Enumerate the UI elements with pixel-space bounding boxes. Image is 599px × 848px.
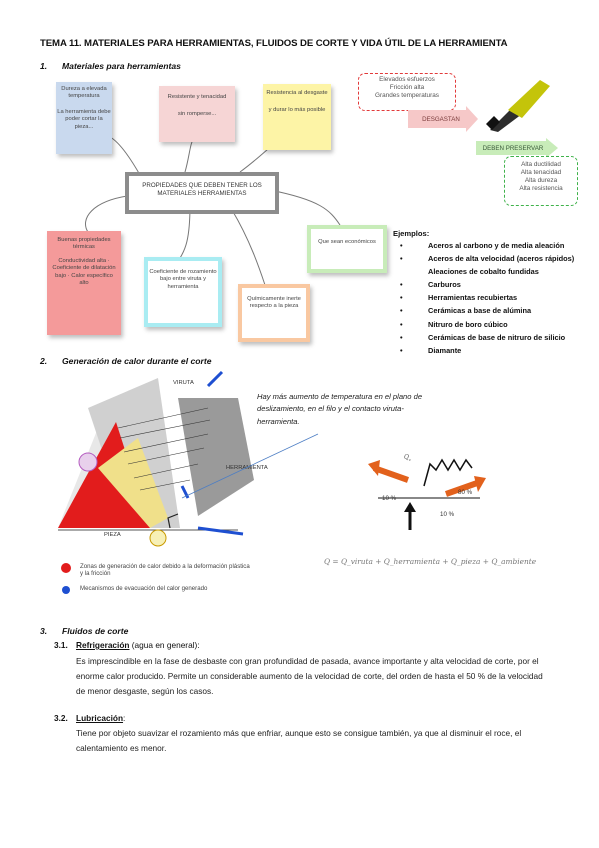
examples-list: Aceros al carbono y de media aleación Ac… [400,239,598,357]
fluid-lubricacion-text: Tiene por objeto suavizar el rozamiento … [76,728,522,753]
fluid-title: Lubricación [76,713,124,723]
example-item: Cerámicas de base de nitruro de silicio [400,331,598,344]
note-body: y durar lo más posible [268,107,326,114]
section-1-title: Materiales para herramientas [62,61,181,71]
note-body: Conductividad alta · Coeficiente de dila… [52,257,116,287]
mindmap-center-text: PROPIEDADES QUE DEBEN TENER LOS MATERIAL… [142,182,262,197]
fluid-number: 3.1. [54,640,68,650]
examples-title: Ejemplos: [393,229,430,238]
fluid-title: Refrigeración [76,640,130,650]
q-total-label: Qc [404,454,412,463]
note-title: Resistente y tenacidad [167,94,227,100]
section-2-number: 2. [40,356,48,366]
note-hot-hardness: Dureza a elevada temperatura La herramie… [56,82,112,154]
pct-piece: 10 % [440,511,455,518]
section-2-title: Generación de calor durante el corte [62,356,212,366]
note-title: Que sean económicos [318,239,376,245]
note-body: sin romperse... [177,111,217,118]
preserve-box: Alta ductilidad Alta tenacidad Alta dure… [504,156,578,206]
pct-tool: 80 % [458,489,473,496]
heat-distribution-diagram [368,458,486,530]
legend-icons [61,563,71,594]
section-1-heading: 1. Materiales para herramientas [40,61,181,71]
example-item: Nitruro de boro cúbico [400,318,598,331]
example-item: Diamante [400,344,598,357]
fluid-refrigeracion-text: Es imprescindible en la fase de desbaste… [76,656,543,696]
section-1-number: 1. [40,61,48,71]
wear-cause: Fricción alta [389,84,425,91]
fluid-title-suffix: (agua en general): [129,640,200,650]
preserve-item: Alta resistencia [519,185,563,192]
note-title: Resistencia al desgaste [266,90,328,96]
label-herramienta: HERRAMIENTA [226,465,268,471]
cutting-tool-icon [486,80,550,132]
wear-cause: Elevados esfuerzos [379,76,435,83]
example-item: Aceros al carbono y de media aleación [400,239,598,252]
desgastan-label: DESGASTAN [422,116,460,123]
note-body: La herramienta debe poder cortar la piez… [57,108,111,130]
section-2-heading: 2. Generación de calor durante el corte [40,356,211,366]
heat-note: Hay más aumento de temperatura en el pla… [257,392,423,426]
preserve-arrow [476,138,558,158]
note-toughness: Resistente y tenacidad sin romperse... [159,86,235,142]
section-3-heading: 3. Fluidos de corte [40,626,128,636]
wear-cause: Grandes temperaturas [375,92,439,99]
pct-chip: 10 % [382,495,397,502]
note-chemically-inert: Químicamente inerte respecto a la pieza [238,284,310,342]
desgastan-arrow [408,106,478,132]
example-item: Aceros de alta velocidad (aceros rápidos… [400,252,598,265]
note-wear-resistance: Resistencia al desgaste y durar lo más p… [263,84,331,150]
heat-generation-diagram [58,370,254,547]
note-title: Buenas propiedades térmicas [57,237,111,251]
legend-heat-evacuation: Mecanismos de evacuación del calor gener… [80,585,208,592]
preserve-item: Alta tenacidad [520,169,562,176]
note-low-friction: Coeficiente de rozamiento bajo entre vir… [144,257,222,327]
label-pieza: PIEZA [104,532,121,538]
fluid-title-suffix: : [123,713,126,723]
page-title: TEMA 11. MATERIALES PARA HERRAMIENTAS, F… [40,38,508,49]
fluid-lubricacion-heading: 3.2. Lubricación: [54,713,125,723]
note-title: Químicamente inerte respecto a la pieza [247,296,301,310]
mindmap-center: PROPIEDADES QUE DEBEN TENER LOS MATERIAL… [125,172,279,214]
section-3-title: Fluidos de corte [62,626,129,636]
preserve-item: Alta ductilidad [521,161,561,168]
note-economic: Que sean económicos [307,225,387,273]
note-title: Coeficiente de rozamiento bajo entre vir… [149,269,217,290]
fluid-refrigeracion-heading: 3.1. Refrigeración (agua en general): [54,640,200,650]
fluid-number: 3.2. [54,713,68,723]
note-pointer-line [181,433,319,499]
preserve-item: Alta dureza [524,177,558,184]
example-item: Aleaciones de cobalto fundidas [428,267,539,277]
example-item: Carburos [400,278,598,291]
preserve-label: DEBEN PRESERVAR [482,145,544,152]
note-thermal-properties: Buenas propiedades térmicas Conductivida… [47,231,121,335]
section-3-number: 3. [40,626,48,636]
wear-causes-box: Elevados esfuerzos Fricción alta Grandes… [358,73,456,111]
example-item: Herramientas recubiertas [400,291,598,304]
note-title: Dureza a elevada temperatura [61,86,107,100]
example-item: Cerámicas a base de alúmina [400,304,598,317]
label-viruta: VIRUTA [173,380,194,386]
heat-formula: Q = Q_viruta + Q_herramienta + Q_pieza +… [324,557,537,566]
legend-heat-zones: Zonas de generación de calor debido a la… [80,563,250,578]
